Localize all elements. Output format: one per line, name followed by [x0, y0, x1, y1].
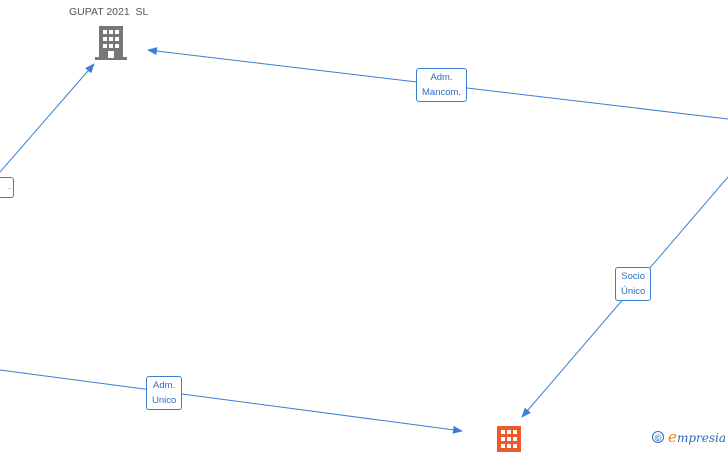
brand-name: empresia: [668, 428, 726, 446]
edge-label-socio-unico[interactable]: Socio Único: [615, 267, 652, 301]
company-title-top[interactable]: GUPAT 2021 SL: [69, 6, 149, 18]
edge-label-line: Mancom.: [422, 87, 462, 98]
brand-rest: mpresia: [676, 431, 726, 445]
brand-first-letter: e: [668, 428, 677, 446]
edge-label-line: Adm.: [153, 380, 176, 391]
edge-adm-unico: [0, 369, 463, 434]
building-icon[interactable]: [95, 26, 127, 60]
copyright-icon: ©: [652, 431, 665, 443]
edge-label-line: Único: [621, 286, 646, 297]
edge-left-partial: [0, 63, 95, 173]
edge-label-line: Socio: [621, 271, 646, 282]
edge-label-left-partial[interactable]: .: [0, 177, 14, 198]
edge-label-line: .: [8, 181, 11, 192]
edge-label-adm-unico[interactable]: Adm. Unico: [146, 376, 183, 410]
edge-label-adm-mancom[interactable]: Adm. Mancom.: [416, 68, 468, 102]
edge-label-line: Adm.: [430, 72, 453, 83]
building-icon[interactable]: [496, 426, 522, 452]
brand-watermark: © empresia: [652, 428, 726, 446]
edge-label-line: Unico: [152, 395, 177, 406]
